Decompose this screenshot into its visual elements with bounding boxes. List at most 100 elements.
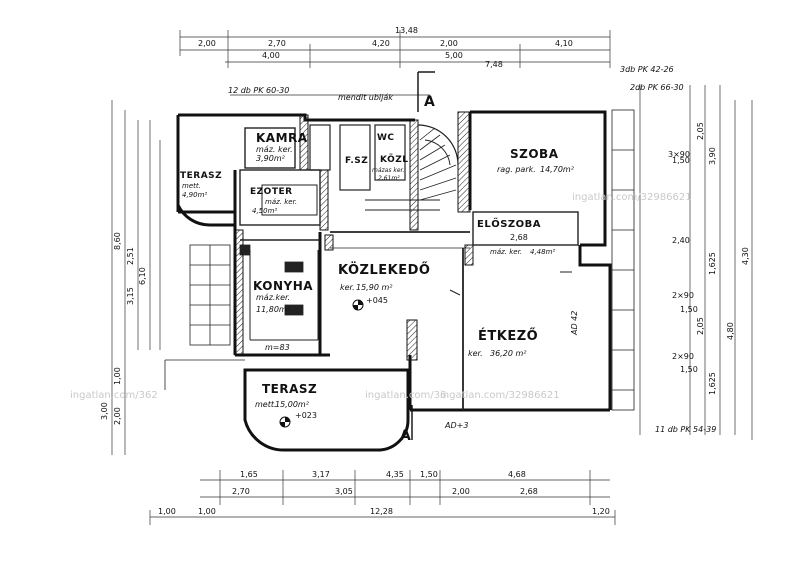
room-eloszoba-name: ELŐSZOBA: [477, 216, 541, 230]
room-kamra-name: KAMRA: [256, 131, 308, 145]
room-etkezo-floor: ker.: [468, 349, 483, 358]
room-terasz-s-area: 15,00m²: [275, 400, 310, 409]
window-etkezo-note-1: 2×90: [672, 291, 694, 300]
watermark-2: ingatlan.com/36: [365, 390, 446, 401]
level-marker-terrace: [279, 416, 291, 428]
room-kozl-area: 2,61m²: [378, 175, 400, 182]
room-eloszoba-floor: máz. ker.: [490, 248, 522, 256]
dim-right-5: 2,40: [672, 236, 690, 245]
window-note-top-left: 12 db PK 60-30: [228, 86, 289, 95]
room-kozlekedo-area: 15,90 m²: [356, 283, 393, 292]
dim-top-small-1: 2,70: [268, 39, 286, 48]
dim-left-3: 3,15: [126, 287, 135, 305]
dimension-lines-right: [639, 85, 753, 440]
level-marker-corridor: [352, 299, 364, 311]
room-szoba-name: SZOBA: [510, 147, 559, 161]
dim-bottom-6: 2,70: [232, 487, 250, 496]
dim-top-4: 4,10: [555, 39, 573, 48]
dim-right-10: 1,50: [680, 365, 698, 374]
room-ezoter-area: 4,50m²: [252, 207, 277, 215]
section-marker-top: [417, 71, 435, 112]
dim-bottom-5: 4,68: [508, 470, 526, 479]
dim-right-8: 2,05: [696, 317, 705, 335]
room-kozlekedo-name: KÖZLEKEDŐ: [338, 262, 430, 278]
room-kamra-area: 3,90m²: [256, 154, 286, 163]
dim-bottom-12: 12,28: [370, 507, 393, 516]
watermark-3: ingatlan.com/32986621: [440, 390, 560, 401]
top-note: mendit ubiják: [338, 93, 393, 102]
dim-bottom-7: 3,05: [335, 487, 353, 496]
dim-left-6: 2,00: [113, 407, 122, 425]
dim-bottom-4: 1,50: [420, 470, 438, 479]
inner-walls: [239, 124, 579, 410]
dim-top-3: 5,00: [445, 51, 463, 60]
dim-right-3: 1,50: [672, 156, 690, 165]
room-etkezo-name: ÉTKEZŐ: [478, 328, 538, 344]
dim-bottom-2: 3,17: [312, 470, 330, 479]
dim-top-2: 4,00: [262, 51, 280, 60]
window-markers-left: [189, 244, 231, 346]
dim-bottom-3: 4,35: [386, 470, 404, 479]
staircase: [417, 124, 459, 201]
dim-bottom-8: 2,00: [452, 487, 470, 496]
dim-bottom-9: 2,68: [520, 487, 538, 496]
dim-left-5: 1,00: [113, 367, 122, 385]
window-szoba-note: 3×90: [668, 150, 690, 159]
window-note-top-right: 3db PK 42-26: [620, 65, 674, 74]
dim-left-4: 2,51: [126, 247, 135, 265]
room-eloszoba-dim: 2,68: [510, 233, 528, 242]
ad-bottom-label: AD+3: [444, 421, 468, 430]
room-terasz-s-name: TERASZ: [262, 382, 317, 396]
section-label-top: A: [424, 94, 435, 110]
dim-left-2: 6,10: [138, 267, 147, 285]
room-kozl-name: KÖZL: [380, 154, 408, 165]
watermark-1: ingatlan.com/362: [70, 390, 158, 401]
room-konyha-floor: máz.ker.: [256, 293, 290, 302]
room-ezoter-floor: máz. ker.: [265, 198, 297, 206]
room-etkezo-area: 36,20 m²: [490, 349, 527, 358]
room-terasz-nw-name: TERASZ: [180, 171, 222, 181]
room-kamra-floor: máz. ker.: [256, 145, 293, 154]
dim-right-2: 3,90: [708, 147, 717, 165]
room-ezoter-name: EZOTER: [250, 187, 293, 197]
room-kozl-floor: mázas ker.: [372, 167, 404, 174]
room-szoba-area: 14,70m²: [540, 165, 575, 174]
dim-bottom-1: 1,65: [240, 470, 258, 479]
room-konyha-area: 11,80m²: [256, 305, 291, 314]
m-label: m=83: [265, 343, 290, 352]
dim-bottom-11: 1,00: [198, 507, 216, 516]
room-terasz-s-level: +023: [295, 411, 317, 420]
dim-left-7: 3,00: [100, 402, 109, 420]
terrace-south: [164, 359, 410, 452]
dimension-lines-left: [111, 100, 161, 455]
dim-right-1: 2,05: [696, 122, 705, 140]
dim-top-small-2: 4,20: [372, 39, 390, 48]
ad-label: AD 42: [570, 311, 579, 336]
dim-left-1: 8,60: [113, 232, 122, 250]
window-note-right-2: 11 db PK 54-39: [655, 425, 716, 434]
dim-top-1: 2,00: [198, 39, 216, 48]
room-terasz-s-floor: mett.: [255, 400, 277, 409]
room-wc-name: WC: [377, 133, 395, 143]
dimension-lines-bottom: [149, 470, 616, 525]
section-label-bottom: A: [400, 428, 411, 444]
window-etkezo-note-2: 2×90: [672, 352, 694, 361]
dim-total-top: 13,48: [395, 26, 418, 35]
room-terasz-nw-area: 4,90m²: [182, 191, 207, 199]
room-konyha-name: KONYHA: [253, 279, 313, 293]
room-terasz-nw-floor: mett.: [182, 182, 201, 190]
dimension-lines-top: [179, 30, 611, 96]
watermark-4: ingatlan.com/32986621: [572, 192, 692, 203]
dim-right-11: 1,625: [708, 372, 717, 395]
dim-right-6: 1,625: [708, 252, 717, 275]
dim-bottom-13: 1,20: [592, 507, 610, 516]
room-szoba-floor: rag. park.: [497, 165, 536, 174]
kitchen-units: [239, 244, 304, 316]
dim-bottom-10: 1,00: [158, 507, 176, 516]
window-note-right-1: 2db PK 66-30: [630, 83, 684, 92]
terrace-northwest: [176, 175, 235, 227]
window-markers-right: [611, 109, 635, 411]
dim-right-7: 1,50: [680, 305, 698, 314]
room-fsz-name: F.SZ: [345, 156, 368, 166]
